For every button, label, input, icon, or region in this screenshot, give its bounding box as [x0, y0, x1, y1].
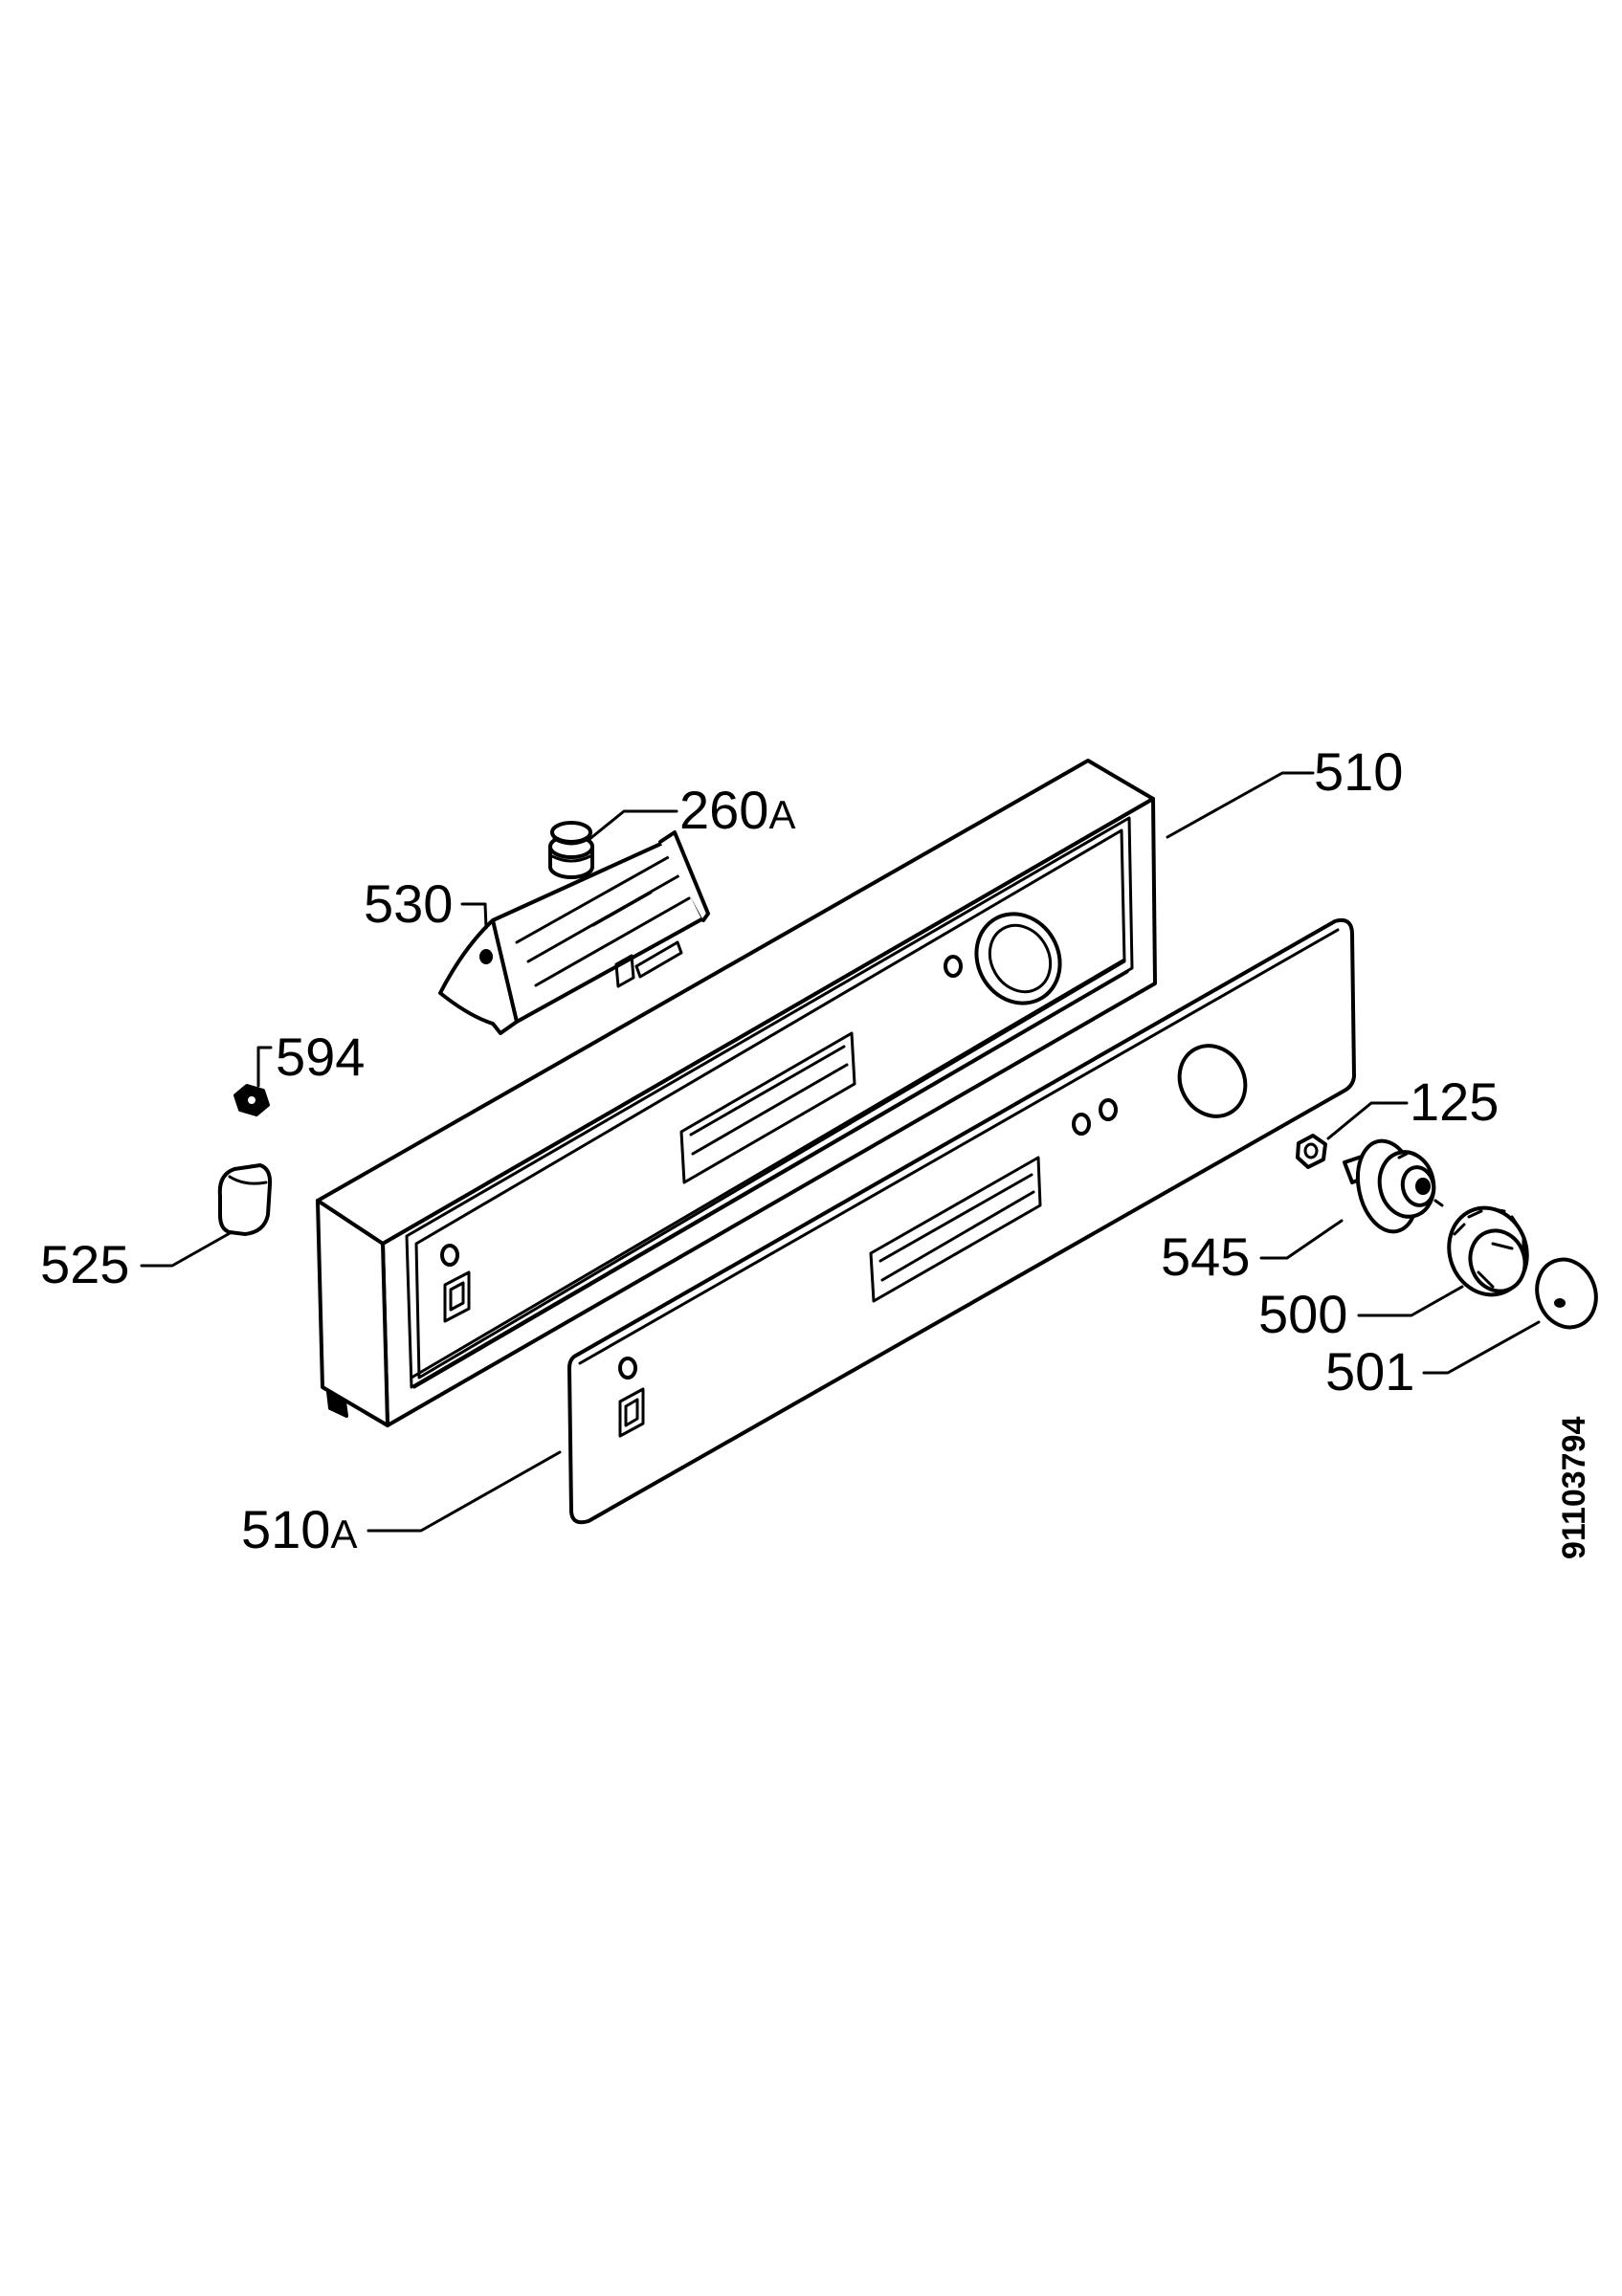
callout-510: 510 [1314, 741, 1403, 802]
callout-525: 525 [40, 1234, 129, 1294]
callout-545: 545 [1161, 1226, 1250, 1287]
nut-594 [233, 1084, 270, 1116]
callout-125: 125 [1410, 1071, 1499, 1132]
knob-500 [1447, 1205, 1529, 1297]
callout-594: 594 [276, 1027, 365, 1087]
callout-510a: 510A [241, 1499, 357, 1559]
push-button-525 [217, 1163, 273, 1236]
callout-500: 500 [1258, 1284, 1347, 1344]
spring-bushing-260a [548, 821, 594, 879]
control-panel-housing-510 [316, 759, 1157, 1427]
callout-501: 501 [1325, 1341, 1414, 1402]
spindle-pin-125 [1296, 1134, 1327, 1169]
switch-bracket-530 [438, 830, 710, 1035]
leader-lines [140, 771, 1541, 1533]
callout-260a: 260A [679, 780, 795, 840]
callout-530: 530 [364, 873, 453, 934]
document-number: 91103794 [1556, 1417, 1592, 1559]
front-fascia-panel-510a [567, 917, 1356, 1525]
selector-disc-545 [1343, 1138, 1444, 1234]
knob-cap-501 [1535, 1257, 1598, 1330]
